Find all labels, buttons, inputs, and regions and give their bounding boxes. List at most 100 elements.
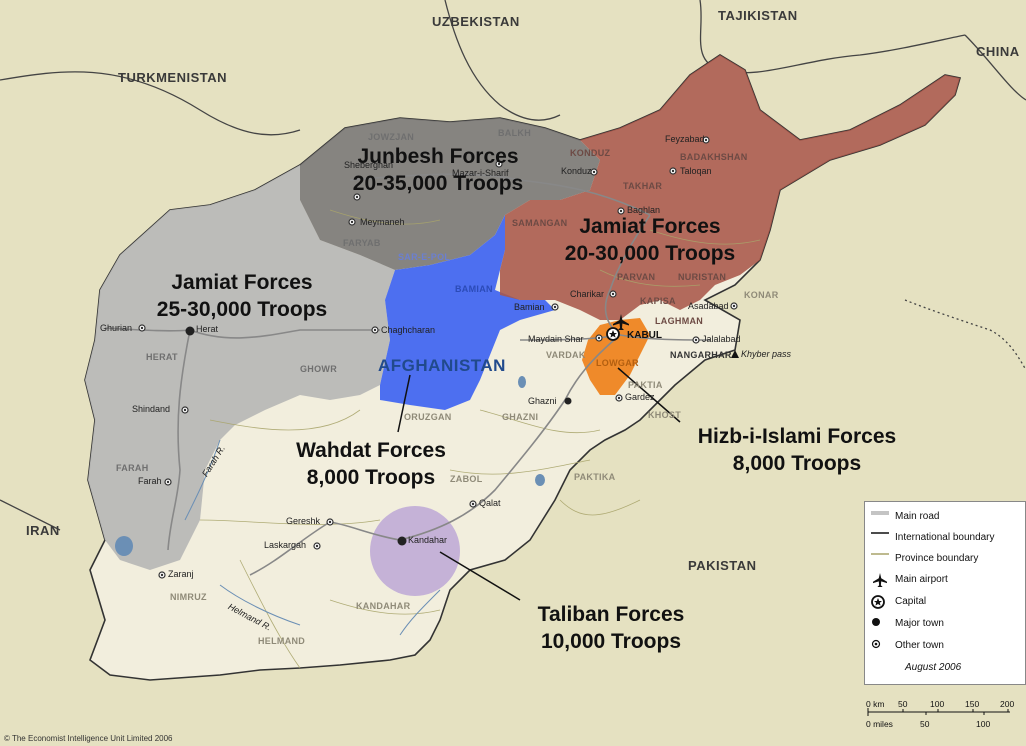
country-label-turkmenistan: TURKMENISTAN xyxy=(118,70,228,85)
taliban-region xyxy=(370,506,460,596)
country-label-pakistan: PAKISTAN xyxy=(688,558,757,573)
town-label-ghazni: Ghazni xyxy=(528,396,557,406)
town-label-gereshk: Gereshk xyxy=(286,516,321,526)
kabul-capital-icon xyxy=(606,327,620,341)
rivers xyxy=(184,439,441,636)
scale-km-tick: 150 xyxy=(965,699,980,709)
jamiat-west-region xyxy=(85,165,395,570)
international-boundary-icon xyxy=(871,531,889,543)
town-label-baghlan: Baghlan xyxy=(627,205,661,215)
force-troops: 25-30,000 Troops xyxy=(156,297,328,321)
scale-km-tick: 100 xyxy=(930,699,945,709)
airplane-icon xyxy=(871,573,889,587)
town-label-gardez: Gardez xyxy=(625,392,655,402)
province-label-kandahar: KANDAHAR xyxy=(356,601,411,611)
scale-km-tick: 50 xyxy=(898,699,908,709)
legend-row-major-town: Major town xyxy=(871,617,944,629)
legend-label: Other town xyxy=(895,639,944,651)
leader-lines xyxy=(397,367,681,601)
main-roads xyxy=(104,173,711,576)
force-name: Taliban Forces xyxy=(537,603,685,626)
province-label-oruzgan: ORUZGAN xyxy=(404,412,452,422)
legend-row-international-boundary: International boundary xyxy=(871,531,995,543)
junbesh-region xyxy=(300,118,600,270)
force-name: Jamiat Forces xyxy=(171,271,313,294)
force-name: Jamiat Forces xyxy=(579,215,721,238)
province-label-vardak: VARDAK xyxy=(546,350,586,360)
province-label-jowzjan: JOWZJAN xyxy=(368,132,415,142)
force-label-hizb-i-islami: Hizb-i-Islami Forces 8,000 Troops xyxy=(698,424,896,478)
province-label-zabol: ZABOL xyxy=(450,474,483,484)
town-markers xyxy=(138,136,738,579)
town-label-feyzabad: Feyzabad xyxy=(665,134,705,144)
copyright-credit: © The Economist Intelligence Unit Limite… xyxy=(4,734,173,743)
town-label-meymaneh: Meymaneh xyxy=(360,217,405,227)
town-label-kandahar: Kandahar xyxy=(408,535,448,545)
province-label-ghazni: GHAZNI xyxy=(502,412,539,422)
neighbour-boundaries xyxy=(0,0,1026,531)
force-name: Wahdat Forces xyxy=(296,439,446,462)
town-label-zaranj: Zaranj xyxy=(168,569,194,579)
force-troops: 10,000 Troops xyxy=(540,629,682,653)
country-label-tajikistan: TAJIKISTAN xyxy=(718,8,798,23)
province-label-bamian: BAMIAN xyxy=(455,284,493,294)
province-label-nimruz: NIMRUZ xyxy=(170,592,207,602)
scale-miles-tick: 50 xyxy=(920,719,930,729)
town-label-charikar: Charikar xyxy=(570,289,605,299)
province-label-samangan: SAMANGAN xyxy=(512,218,568,228)
town-label-ghurian: Ghurian xyxy=(100,323,133,333)
force-label-wahdat: Wahdat Forces 8,000 Troops xyxy=(296,438,446,492)
force-label-jamiat-west: Jamiat Forces 25-30,000 Troops xyxy=(157,270,327,324)
country-label-iran: IRAN xyxy=(26,523,60,538)
legend-row-province-boundary: Province boundary xyxy=(871,552,978,564)
legend-row-main-airport: Main airport xyxy=(871,573,948,587)
legend-row-capital: Capital xyxy=(871,595,927,609)
country-label-uzbekistan: UZBEKISTAN xyxy=(432,14,520,29)
scale-bar xyxy=(867,708,1010,716)
province-label-faryab: FARYAB xyxy=(343,238,381,248)
capital-star-icon xyxy=(871,595,889,609)
legend-label: Capital xyxy=(895,595,927,607)
province-label-lowgar: LOWGAR xyxy=(596,358,639,368)
province-label-khost: KHOST xyxy=(648,410,681,420)
main-road-icon xyxy=(871,510,889,522)
province-label-farah: FARAH xyxy=(116,463,149,473)
legend-label: Major town xyxy=(895,617,944,629)
town-label-kabul: KABUL xyxy=(627,330,662,341)
town-label-sheberghan: Sheberghan xyxy=(344,160,394,170)
airplane-icon xyxy=(613,314,629,330)
legend-label: International boundary xyxy=(895,531,995,543)
force-name: Hizb-i-Islami Forces xyxy=(697,425,897,448)
town-label-mazar: Mazar-i-Sharif xyxy=(452,168,509,178)
force-label-taliban: Taliban Forces 10,000 Troops xyxy=(538,602,685,656)
other-town-dot-icon xyxy=(871,639,889,651)
province-label-konar: KONAR xyxy=(744,290,779,300)
province-label-laghman: LAGHMAN xyxy=(655,316,704,326)
legend-label: Main airport xyxy=(895,573,948,585)
legend-label: Main road xyxy=(895,510,940,522)
province-label-nangarhar: NANGARHAR xyxy=(670,350,732,360)
legend-date: August 2006 xyxy=(905,662,962,673)
province-label-ghowr: GHOWR xyxy=(300,364,337,374)
scale-miles-label: 0 miles xyxy=(866,719,893,729)
major-town-dot-icon xyxy=(871,617,889,629)
force-troops: 8,000 Troops xyxy=(732,451,862,475)
town-label-konduz: Konduz xyxy=(561,166,592,176)
town-label-herat: Herat xyxy=(196,324,219,334)
wahdat-region xyxy=(380,215,555,410)
country-label-afghanistan: AFGHANISTAN xyxy=(378,356,506,375)
force-label-jamiat-northeast: Jamiat Forces 20-30,000 Troops xyxy=(565,214,735,268)
town-label-maydain-shar: Maydain Shar xyxy=(528,334,584,344)
scale-km-label: 0 km xyxy=(866,699,885,709)
scale-miles-tick: 100 xyxy=(976,719,991,729)
force-troops: 20-30,000 Troops xyxy=(564,241,736,265)
province-label-kapisa: KAPISA xyxy=(640,296,676,306)
province-label-nuristan: NURISTAN xyxy=(678,272,727,282)
town-label-laskargah: Laskargah xyxy=(264,540,307,550)
province-label-balkh: BALKH xyxy=(498,128,531,138)
province-label-paktika: PAKTIKA xyxy=(574,472,616,482)
lake xyxy=(535,474,545,486)
province-boundary-icon xyxy=(871,552,889,564)
